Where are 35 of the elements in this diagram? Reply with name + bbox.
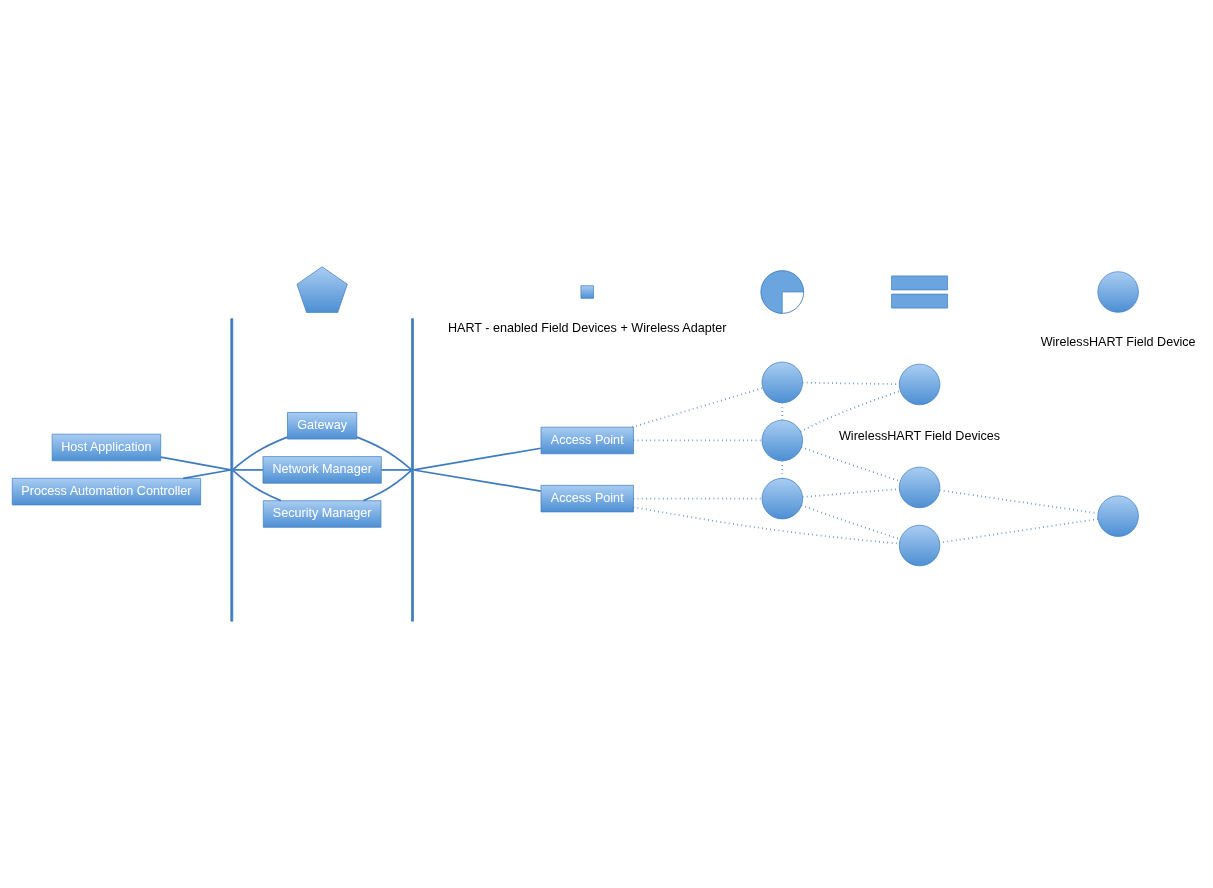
node-box: Security Manager bbox=[262, 500, 382, 528]
connector bbox=[800, 446, 901, 482]
label: WirelessHART Field Device bbox=[1040, 334, 1196, 349]
connector bbox=[362, 469, 413, 502]
connector bbox=[356, 436, 413, 471]
node-box: Network Manager bbox=[262, 456, 382, 484]
connector bbox=[631, 387, 764, 429]
connector bbox=[800, 504, 901, 541]
node-circle bbox=[761, 477, 803, 520]
connector bbox=[380, 469, 413, 471]
connector bbox=[232, 469, 264, 471]
connector bbox=[232, 469, 282, 502]
node-circle bbox=[761, 419, 803, 462]
node-bar bbox=[411, 318, 414, 622]
node-box: Access Point bbox=[540, 484, 634, 513]
node-circle bbox=[898, 524, 941, 567]
connector bbox=[412, 469, 542, 492]
connector bbox=[632, 506, 900, 545]
connector bbox=[232, 436, 289, 471]
node-box: Access Point bbox=[540, 426, 634, 455]
node-box: Process Automation Controller bbox=[11, 477, 201, 506]
node-pentagon bbox=[296, 266, 348, 313]
node-bar bbox=[230, 318, 234, 622]
node-circle bbox=[898, 466, 941, 509]
node-circle bbox=[1097, 271, 1139, 313]
node-circle bbox=[1097, 495, 1139, 537]
node-circle bbox=[898, 363, 941, 406]
connector bbox=[182, 469, 232, 480]
connector bbox=[159, 456, 232, 471]
label: HART - enabled Field Devices + Wireless Adapter bbox=[448, 320, 727, 335]
label: WirelessHART Field Devices bbox=[838, 429, 1001, 444]
node-circle bbox=[761, 361, 803, 404]
node-cross bbox=[580, 285, 594, 299]
node-box: Host Application bbox=[51, 433, 162, 462]
node-box: Gateway bbox=[287, 412, 358, 440]
